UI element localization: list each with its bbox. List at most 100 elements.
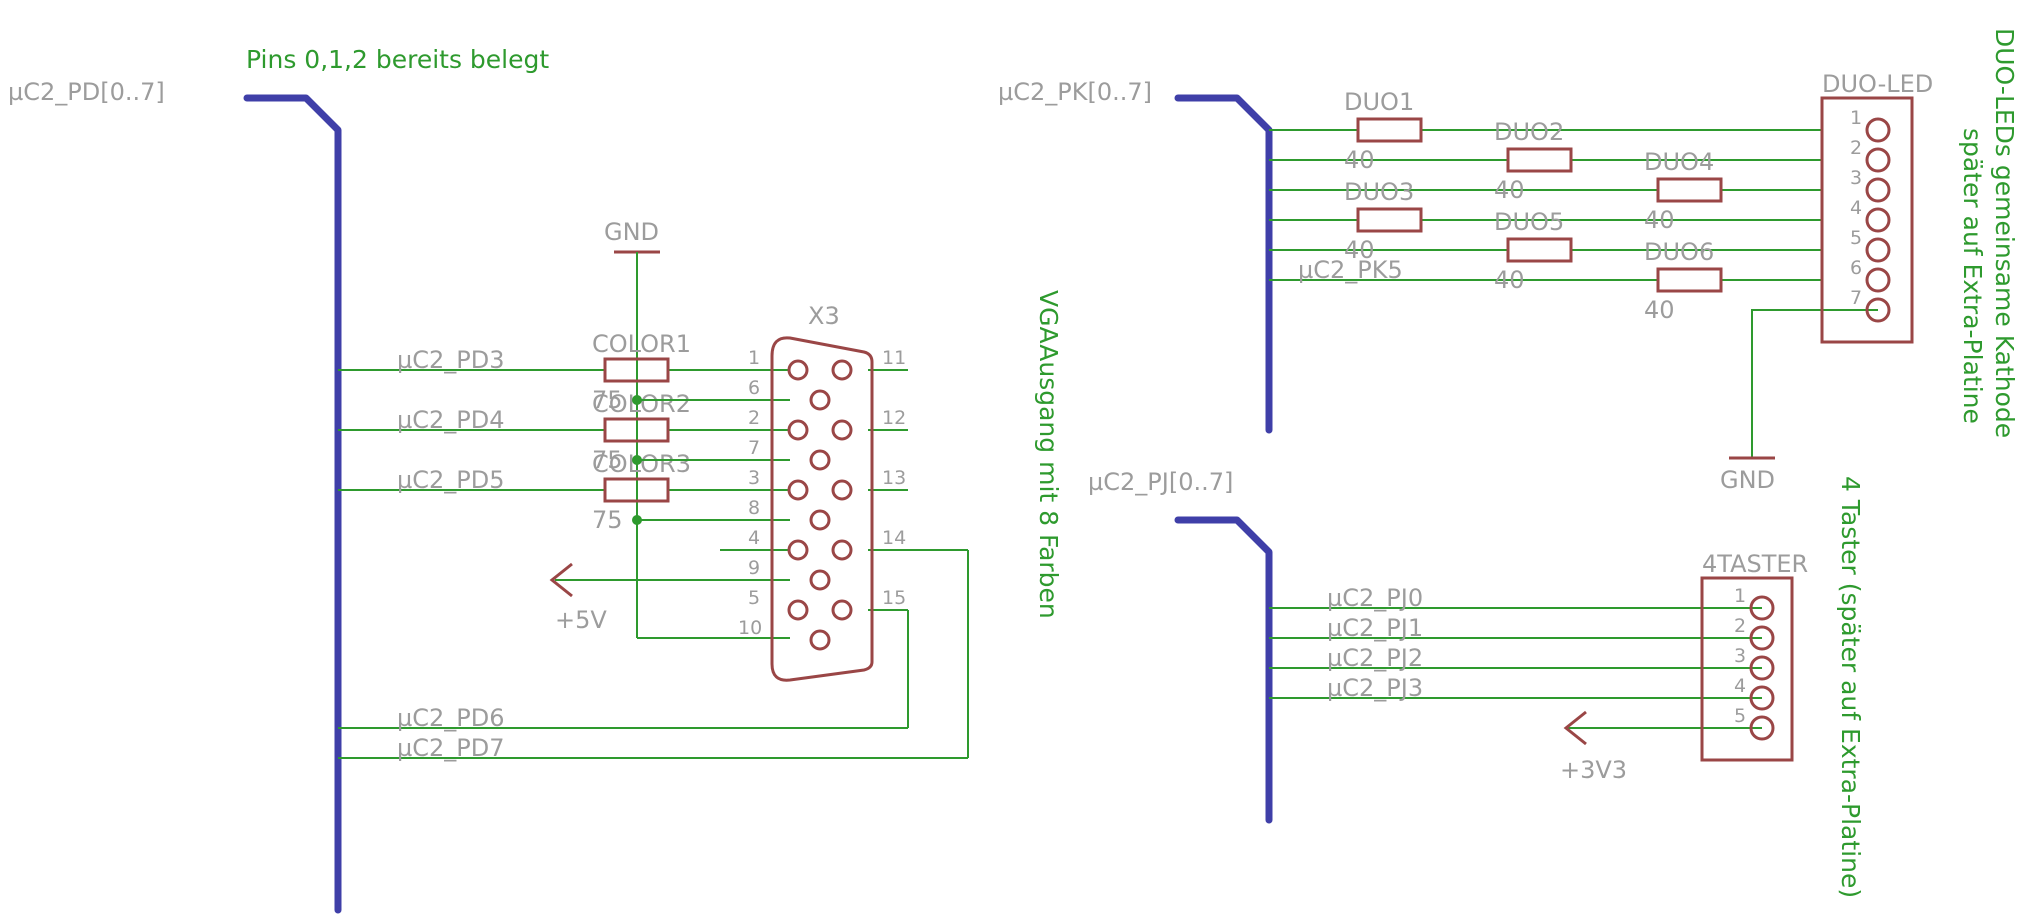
net-pj0-label: µC2_PJ0 [1327,584,1423,612]
taster-connector-name: 4TASTER [1702,550,1808,578]
bus-pk-label: µC2_PK[0..7] [998,78,1152,106]
duo-pin-1: 1 [1850,107,1862,129]
vga-pin-9: 9 [748,557,760,579]
bus-pj: µC2_PJ[0..7] [1088,468,1273,824]
net-pd5-label: µC2_PD5 [397,466,505,494]
resistor-color1: COLOR1 75 [592,330,691,414]
resistor-color2-value: 75 [592,446,623,474]
resistor-duo5: DUO5 40 [1494,208,1573,294]
net-pd5: µC2_PD5 [338,466,790,494]
vga-pin-14: 14 [882,527,906,549]
net-pd3-label: µC2_PD3 [397,346,505,374]
resistor-duo6-name: DUO6 [1644,238,1714,266]
net-pd7: µC2_PD7 [338,549,969,762]
junction-gnd-3 [632,515,642,525]
duo-note-line2: später auf Extra-Platine [1958,128,1987,424]
resistor-color3-name: COLOR3 [592,450,691,478]
net-pd4-label: µC2_PD4 [397,406,505,434]
vga-pin-3: 3 [748,467,760,489]
net-pd7-label: µC2_PD7 [397,734,505,762]
resistor-color3: COLOR3 75 [592,450,691,534]
resistor-duo4-value: 40 [1644,206,1675,234]
taster-pin-4: 4 [1734,675,1746,697]
resistor-duo2: DUO2 40 [1494,118,1573,204]
vcc5-supply: +5V [549,562,790,634]
net-pd4: µC2_PD4 [338,406,790,434]
net-pj2-label: µC2_PJ2 [1327,644,1423,672]
resistor-duo5-name: DUO5 [1494,208,1564,236]
resistor-color2: COLOR2 75 [592,390,691,474]
net-pj3: µC2_PJ3 [1269,674,1762,702]
duo-pin-7: 7 [1850,287,1862,309]
net-pj1-label: µC2_PJ1 [1327,614,1423,642]
duo-pin-2: 2 [1850,137,1862,159]
duo-led-connector-name: DUO-LED [1822,70,1933,98]
resistor-color1-name: COLOR1 [592,330,691,358]
resistor-color1-value: 75 [592,386,623,414]
resistor-duo4-name: DUO4 [1644,148,1714,176]
vga-pin-7: 7 [748,437,760,459]
taster-pin-1: 1 [1734,585,1746,607]
vga-pin-5: 5 [748,587,760,609]
duo-pin-3: 3 [1850,167,1862,189]
gnd-vga-label: GND [604,218,659,246]
vga-pin-8: 8 [748,497,760,519]
bus-pd: µC2_PD[0..7] [8,78,342,914]
resistor-duo3: DUO3 40 [1344,178,1423,264]
net-pj2: µC2_PJ2 [1269,644,1762,672]
vga-pin-4: 4 [748,527,760,549]
resistor-duo1-value: 40 [1344,146,1375,174]
gnd-led-label: GND [1720,466,1775,494]
net-pk5-label: µC2_PK5 [1298,256,1403,284]
vcc33-label: +3V3 [1560,756,1627,784]
resistor-duo4: DUO4 40 [1644,148,1723,234]
vga-connector-x3: X3 1 6 2 7 3 8 4 9 5 10 11 12 13 14 15 [738,302,906,682]
led-gnd: GND [1720,309,1878,494]
net-pd6: µC2_PD6 [338,609,909,732]
duo-pin-6: 6 [1850,257,1862,279]
resistor-duo6-value: 40 [1644,296,1675,324]
taster-pin-2: 2 [1734,615,1746,637]
net-pd3: µC2_PD3 [338,346,790,374]
duo-note-line1: DUO-LEDs gemeinsame Kathode [1990,28,2019,438]
duo-pin-4: 4 [1850,197,1862,219]
duo-led-connector: DUO-LED 1 2 3 4 5 6 7 [1820,70,1933,344]
vga-pin-15: 15 [882,587,906,609]
duo-pin-5: 5 [1850,227,1862,249]
resistor-duo1-name: DUO1 [1344,88,1414,116]
vga-connector-name: X3 [808,302,840,330]
vga-pin-1: 1 [748,347,760,369]
taster-pin-3: 3 [1734,645,1746,667]
vga-pin-6: 6 [748,377,760,399]
resistor-duo6: DUO6 40 [1644,238,1723,324]
resistor-duo3-name: DUO3 [1344,178,1414,206]
vga-pin-2: 2 [748,407,760,429]
junction-gnd-2 [632,455,642,465]
vga-pin-12: 12 [882,407,906,429]
taster-note: 4 Taster (später auf Extra-Platine) [1836,476,1865,898]
net-pj0: µC2_PJ0 [1269,584,1762,612]
pins-note: Pins 0,1,2 bereits belegt [246,45,549,74]
resistor-color2-name: COLOR2 [592,390,691,418]
resistor-duo3-value: 40 [1344,236,1375,264]
net-pj1: µC2_PJ1 [1269,614,1762,642]
vga-note: VGAAusgang mit 8 Farben [1034,290,1063,619]
taster-connector: 4TASTER 1 2 3 4 5 [1700,550,1808,762]
vcc5-label: +5V [555,606,607,634]
resistor-color3-value: 75 [592,506,623,534]
vga-pin-11: 11 [882,347,906,369]
resistor-duo2-name: DUO2 [1494,118,1564,146]
vcc33-supply: +3V3 [1560,710,1762,784]
vga-gnd: GND [604,218,790,639]
bus-pd-label: µC2_PD[0..7] [8,78,165,106]
net-pd6-label: µC2_PD6 [397,704,505,732]
taster-pin-5: 5 [1734,705,1746,727]
resistor-duo5-value: 40 [1494,266,1525,294]
resistor-duo1: DUO1 40 [1344,88,1423,174]
junction-gnd-1 [632,395,642,405]
resistor-duo2-value: 40 [1494,176,1525,204]
vga-pin-13: 13 [882,467,906,489]
net-pj3-label: µC2_PJ3 [1327,674,1423,702]
bus-pj-label: µC2_PJ[0..7] [1088,468,1233,496]
